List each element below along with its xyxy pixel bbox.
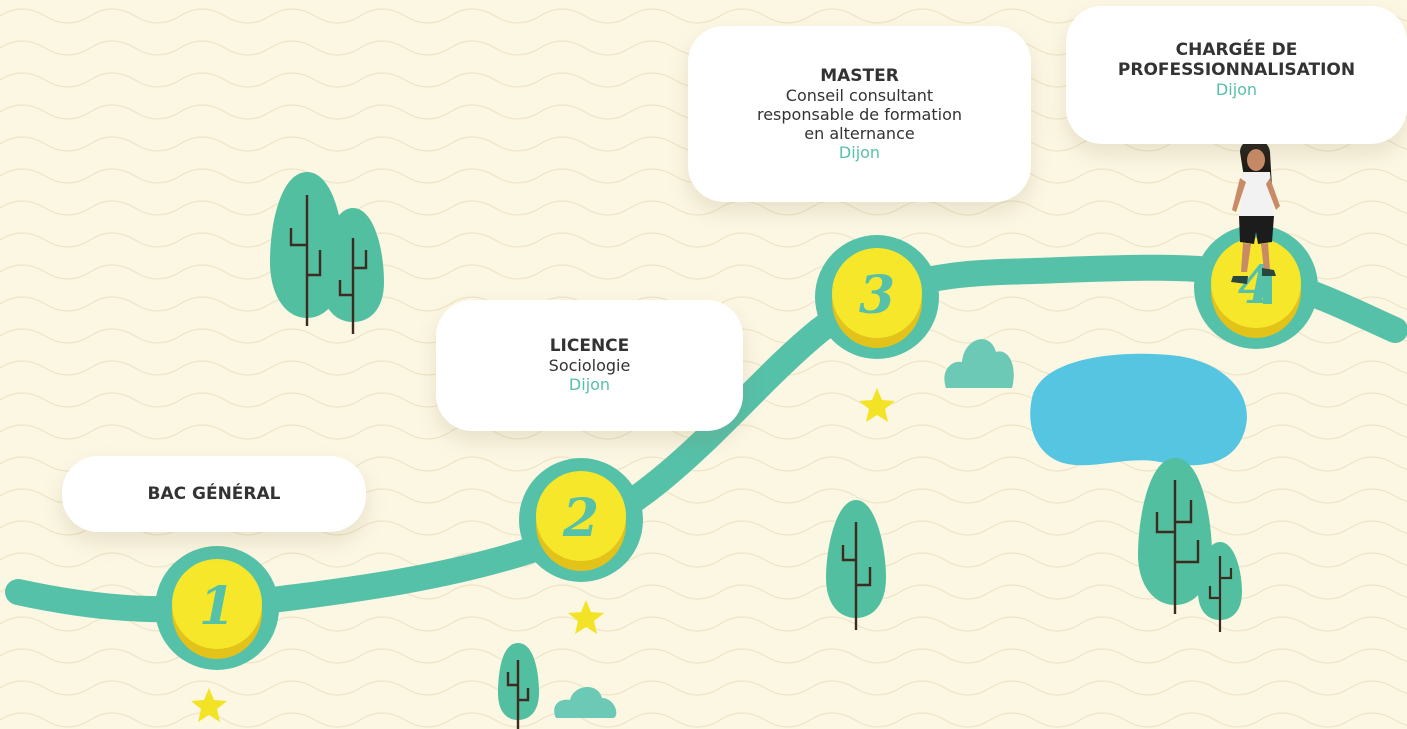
step-title: CHARGÉE DE PROFESSIONNALISATION: [1117, 40, 1356, 80]
milestone-3: 3: [815, 235, 939, 359]
milestone-1: 1: [155, 546, 279, 670]
milestone-number: 1: [199, 576, 235, 637]
tree-icon: [826, 500, 886, 630]
star-icon: [568, 600, 604, 634]
step-4-label: CHARGÉE DE PROFESSIONNALISATION Dijon: [1066, 6, 1407, 144]
bush-icon: [554, 686, 617, 718]
step-subtitle: Sociologie: [548, 356, 631, 375]
milestone-4: 4: [1194, 225, 1318, 349]
star-icon: [191, 688, 227, 722]
step-1-label: BAC GÉNÉRAL: [62, 456, 366, 532]
tree-icon: [1138, 458, 1212, 614]
step-city: Dijon: [1215, 80, 1258, 99]
tree-icon: [498, 643, 539, 729]
bush-icon: [944, 339, 1014, 388]
tree-icon: [322, 208, 384, 334]
step-city: Dijon: [838, 142, 881, 162]
step-title: MASTER: [820, 65, 899, 86]
lake-icon: [1030, 353, 1247, 466]
step-subtitle: Conseil consultant responsable de format…: [756, 85, 962, 143]
step-title: LICENCE: [549, 336, 630, 356]
tree-icon: [1198, 542, 1242, 632]
milestone-number: 2: [562, 488, 599, 549]
star-icon: [859, 388, 895, 422]
person-icon: [1231, 139, 1280, 304]
milestone-2: 2: [519, 458, 643, 582]
step-title: BAC GÉNÉRAL: [147, 484, 281, 504]
step-2-label: LICENCE Sociologie Dijon: [436, 300, 743, 431]
step-city: Dijon: [568, 375, 611, 394]
milestone-number: 3: [859, 265, 895, 326]
step-3-label: MASTER Conseil consultant responsable de…: [688, 26, 1031, 202]
